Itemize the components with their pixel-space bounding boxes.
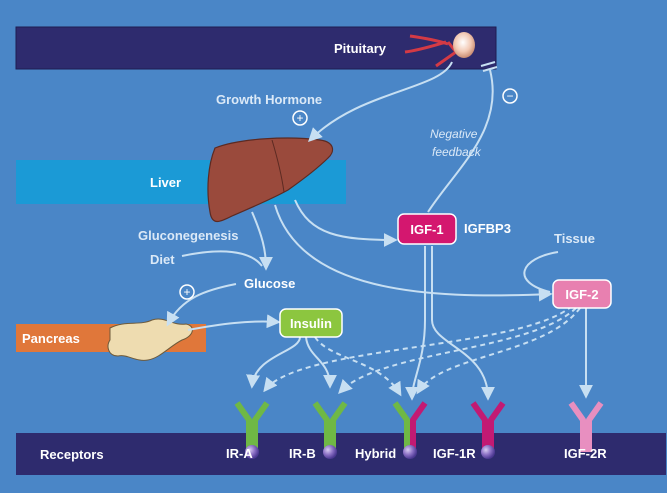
receptor-kinase-icon <box>323 445 337 459</box>
receptor-group: IR-A IR-B Hybrid IGF-1R IGF-2R <box>226 401 607 461</box>
receptor-label: IR-A <box>226 446 253 461</box>
minus-icon-feedback: − <box>502 88 518 104</box>
pituitary-label: Pituitary <box>334 41 387 56</box>
receptor-igf-1r: IGF-1R <box>433 401 506 461</box>
receptor-label: IR-B <box>289 446 316 461</box>
plus-icon-glucose: + <box>179 284 195 300</box>
insulin-label: Insulin <box>290 316 332 331</box>
tissue-label: Tissue <box>554 231 595 246</box>
negative-feedback-line1: Negative <box>430 127 478 141</box>
arrow-pancreas-insulin <box>187 314 281 331</box>
receptor-hybrid: Hybrid <box>355 401 428 461</box>
svg-text:+: + <box>183 285 190 299</box>
arrow-liver-glucose <box>251 211 273 271</box>
receptor-label: IGF-1R <box>433 446 476 461</box>
arrow-negative-feedback <box>427 69 494 213</box>
arrow-igf2-ira <box>263 305 573 393</box>
igf1-box: IGF-1 <box>397 213 457 245</box>
insulin-box: Insulin <box>279 308 343 338</box>
arrow-tissue-igf2 <box>523 251 559 293</box>
svg-text:+: + <box>296 111 303 125</box>
pituitary-gland-icon <box>404 32 475 68</box>
receptor-ir-a: IR-A <box>226 401 270 461</box>
diet-label: Diet <box>150 252 175 267</box>
receptors-label: Receptors <box>40 447 104 462</box>
arrow-insulin-ira <box>246 336 301 389</box>
liver-label: Liver <box>150 175 181 190</box>
plus-icon-growth-hormone: + <box>292 110 308 126</box>
receptor-kinase-icon <box>481 445 495 459</box>
arrow-growth-hormone <box>308 61 453 142</box>
negative-feedback-line2: feedback <box>432 145 482 159</box>
arrow-liver-igf2 <box>274 204 553 302</box>
glucose-label: Glucose <box>244 276 295 291</box>
arrow-insulin-irb <box>305 336 337 389</box>
igf2-label: IGF-2 <box>565 287 598 302</box>
growth-hormone-label: Growth Hormone <box>216 92 322 107</box>
receptor-kinase-icon <box>245 445 259 459</box>
receptor-label: IGF-2R <box>564 446 607 461</box>
receptor-label: Hybrid <box>355 446 396 461</box>
arrow-glucose-pancreas <box>166 283 237 327</box>
receptor-kinase-icon <box>403 445 417 459</box>
arrow-liver-igf1 <box>294 199 398 247</box>
igf2-box: IGF-2 <box>552 279 612 309</box>
igfbp3-label: IGFBP3 <box>464 221 511 236</box>
gluconeogenesis-label: Gluconegenesis <box>138 228 238 243</box>
receptor-igf-2r: IGF-2R <box>564 401 607 461</box>
arrow-igf1-hybrid <box>405 246 426 401</box>
arrows <box>166 61 593 401</box>
receptor-ir-b: IR-B <box>289 401 348 461</box>
arrow-insulin-hybrid <box>314 336 402 397</box>
pituitary-band <box>15 26 497 70</box>
arrow-diet-glucose <box>181 250 263 267</box>
svg-text:−: − <box>506 89 513 103</box>
arrow-igf2-irb <box>338 307 577 395</box>
arrow-igf1-igf1r <box>431 246 495 401</box>
pancreas-icon <box>107 318 193 361</box>
pancreas-label: Pancreas <box>22 331 80 346</box>
igf1-label: IGF-1 <box>410 222 443 237</box>
receptors-band <box>16 433 666 475</box>
arrow-igf2-hybrid <box>416 307 581 395</box>
